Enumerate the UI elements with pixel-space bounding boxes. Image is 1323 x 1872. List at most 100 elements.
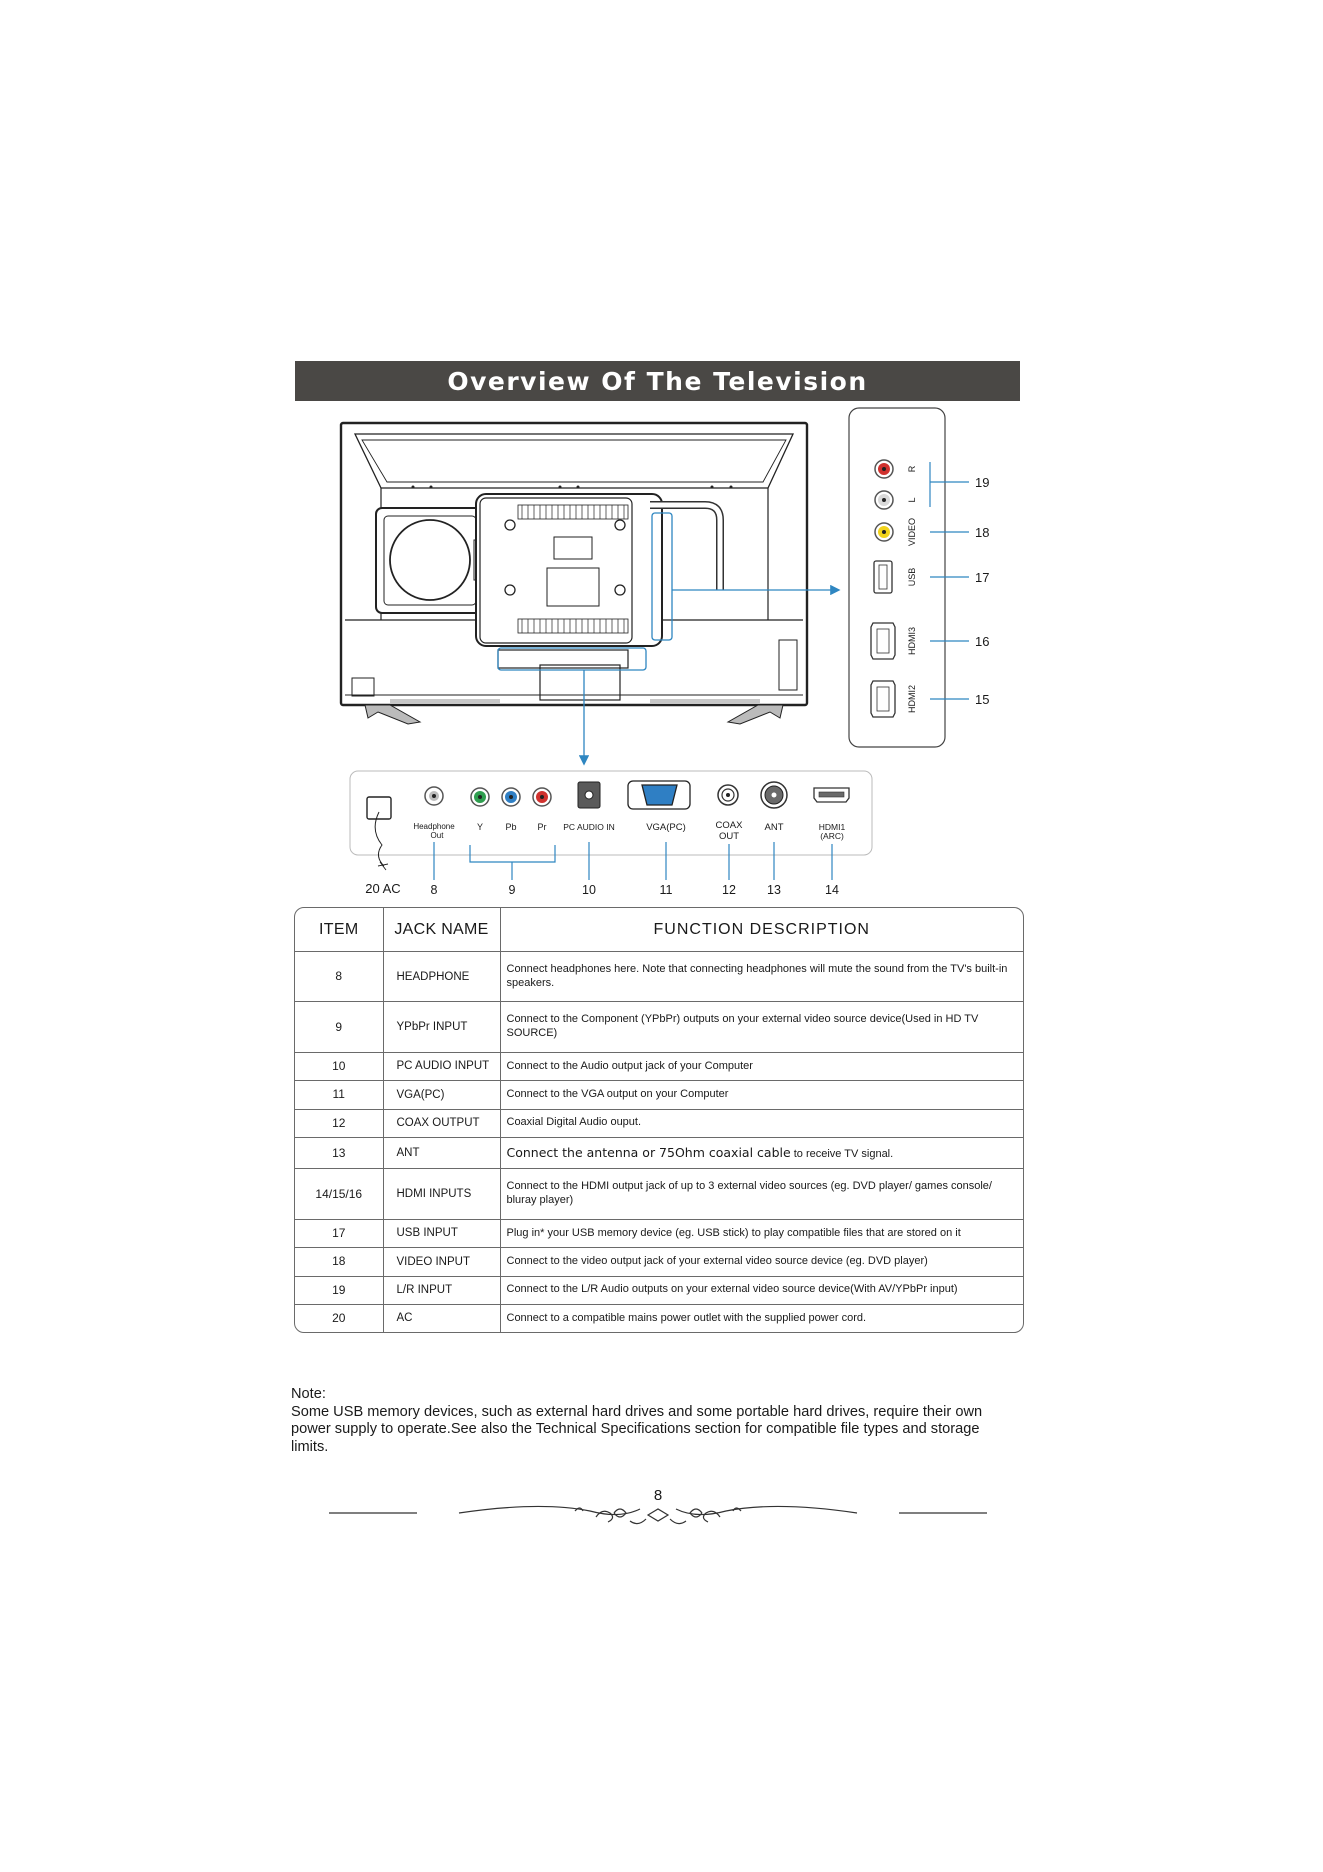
- label-y: Y: [477, 822, 483, 832]
- callout-15: 15: [975, 692, 989, 707]
- footer-ornament-icon: [329, 1505, 987, 1525]
- callout-11: 11: [660, 883, 673, 897]
- callout-14: 14: [825, 883, 839, 897]
- callout-9: 9: [509, 883, 516, 897]
- item-number: 13: [295, 1136, 384, 1170]
- label-coax-2: OUT: [719, 831, 739, 842]
- description-part-a: Connect the antenna or 75Ohm coaxial cab…: [506, 1144, 791, 1160]
- hdmi2-port: [870, 680, 896, 718]
- hdmi1-port: [813, 787, 850, 803]
- label-hdmi1-1: HDMI1: [819, 822, 846, 832]
- header-function-description: FUNCTION DESCRIPTION: [499, 908, 1023, 952]
- function-description: Connect to the Component (YPbPr) outputs…: [499, 1001, 1023, 1053]
- page-title: Overview Of The Television: [295, 361, 1020, 401]
- side-jack-panel: R L VIDEO USB HDMI3 HDMI2 19 18 17 16 15: [848, 407, 989, 748]
- pc-audio-in-jack: [577, 781, 601, 809]
- side-label-l: L: [907, 497, 917, 502]
- header-jack-name: JACK NAME: [382, 908, 501, 952]
- callout-20-ac: 20 AC: [365, 881, 400, 896]
- page-number: 8: [653, 1487, 663, 1504]
- label-headphone-out-2: Out: [431, 831, 445, 840]
- callout-19: 19: [975, 475, 989, 490]
- table-row: 14/15/16 HDMI INPUTS Connect to the HDMI…: [295, 1168, 1023, 1220]
- table-row: 8 HEADPHONE Connect headphones here. Not…: [295, 950, 1023, 1003]
- jack-name: HEADPHONE: [382, 950, 501, 1003]
- vga-port: [627, 780, 691, 810]
- label-pc-audio-in: PC AUDIO IN: [563, 822, 614, 832]
- item-number: 17: [295, 1218, 384, 1249]
- ac-power-socket: [366, 796, 392, 871]
- note-heading: Note:: [291, 1386, 326, 1402]
- item-number: 10: [295, 1051, 384, 1082]
- function-description: Connect to the video output jack of your…: [499, 1247, 1023, 1277]
- item-number: 19: [295, 1275, 384, 1305]
- header-item: ITEM: [295, 908, 384, 952]
- table-header-row: ITEM JACK NAME FUNCTION DESCRIPTION: [295, 908, 1023, 952]
- table-row: 19 L/R INPUT Connect to the L/R Audio ou…: [295, 1275, 1023, 1305]
- function-description: Connect to the HDMI output jack of up to…: [499, 1168, 1023, 1220]
- label-coax-1: COAX: [716, 820, 744, 831]
- jack-name: COAX OUTPUT: [382, 1108, 501, 1139]
- bottom-jack-panel: Headphone Out Y Pb Pr PC AUDIO IN VGA(PC…: [349, 770, 873, 897]
- table-row: 13 ANT Connect the antenna or 75Ohm coax…: [295, 1136, 1023, 1170]
- callout-13: 13: [767, 883, 781, 897]
- table-row: 17 USB INPUT Plug in* your USB memory de…: [295, 1218, 1023, 1249]
- callout-16: 16: [975, 634, 989, 649]
- jack-name: PC AUDIO INPUT: [382, 1051, 501, 1082]
- table-row: 12 COAX OUTPUT Coaxial Digital Audio oup…: [295, 1108, 1023, 1139]
- coax-out-jack: [717, 784, 739, 806]
- function-description: Plug in* your USB memory device (eg. USB…: [499, 1218, 1023, 1249]
- side-label-hdmi2: HDMI2: [907, 685, 917, 713]
- jack-name: VIDEO INPUT: [382, 1247, 501, 1277]
- item-number: 14/15/16: [295, 1168, 384, 1220]
- tv-rear-diagram: R L VIDEO USB HDMI3 HDMI2 19 18 17 16 15: [339, 407, 989, 897]
- jack-name: AC: [382, 1303, 501, 1332]
- table-row: 9 YPbPr INPUT Connect to the Component (…: [295, 1001, 1023, 1053]
- side-label-video: VIDEO: [907, 518, 917, 546]
- callout-18: 18: [975, 525, 989, 540]
- label-vga-pc: VGA(PC): [646, 822, 686, 833]
- side-label-r: R: [907, 465, 917, 472]
- jack-name: ANT: [382, 1136, 501, 1170]
- callout-12: 12: [722, 883, 736, 897]
- antenna-jack: [760, 781, 788, 809]
- function-description: Coaxial Digital Audio ouput.: [499, 1108, 1023, 1139]
- component-pr-jack: [532, 787, 552, 807]
- callout-10: 10: [582, 883, 596, 897]
- audio-l-jack: [874, 490, 894, 510]
- jack-name: HDMI INPUTS: [382, 1168, 501, 1220]
- item-number: 8: [295, 950, 384, 1003]
- usb-note: Note: Some USB memory devices, such as e…: [291, 1386, 1031, 1456]
- label-pb: Pb: [505, 822, 516, 832]
- usb-port: [873, 560, 893, 594]
- callout-17: 17: [975, 570, 989, 585]
- page-footer: 8: [0, 1485, 1323, 1530]
- item-number: 9: [295, 1001, 384, 1053]
- label-pr: Pr: [538, 822, 547, 832]
- item-number: 18: [295, 1247, 384, 1277]
- audio-r-jack: [874, 459, 894, 479]
- tv-back-illustration: [339, 421, 809, 725]
- jack-function-table: ITEM JACK NAME FUNCTION DESCRIPTION 8 HE…: [294, 907, 1024, 1333]
- note-body: Some USB memory devices, such as externa…: [291, 1403, 983, 1455]
- callout-connectors: [497, 512, 841, 766]
- component-pb-jack: [501, 787, 521, 807]
- jack-name: VGA(PC): [382, 1080, 501, 1110]
- table-row: 20 AC Connect to a compatible mains powe…: [295, 1303, 1023, 1332]
- side-label-usb: USB: [907, 568, 917, 587]
- hdmi3-port: [870, 622, 896, 660]
- component-y-jack: [470, 787, 490, 807]
- function-description: Connect to the L/R Audio outputs on your…: [499, 1275, 1023, 1305]
- function-description: Connect the antenna or 75Ohm coaxial cab…: [499, 1136, 1023, 1170]
- jack-name: YPbPr INPUT: [382, 1001, 501, 1053]
- item-number: 12: [295, 1108, 384, 1139]
- jack-name: USB INPUT: [382, 1218, 501, 1249]
- label-ant: ANT: [765, 822, 784, 833]
- label-hdmi1-2: (ARC): [820, 831, 844, 841]
- jack-name: L/R INPUT: [382, 1275, 501, 1305]
- headphone-jack: [424, 786, 444, 806]
- side-label-hdmi3: HDMI3: [907, 627, 917, 655]
- callout-8: 8: [431, 883, 438, 897]
- function-description: Connect headphones here. Note that conne…: [499, 950, 1023, 1003]
- function-description: Connect to the Audio output jack of your…: [499, 1051, 1023, 1082]
